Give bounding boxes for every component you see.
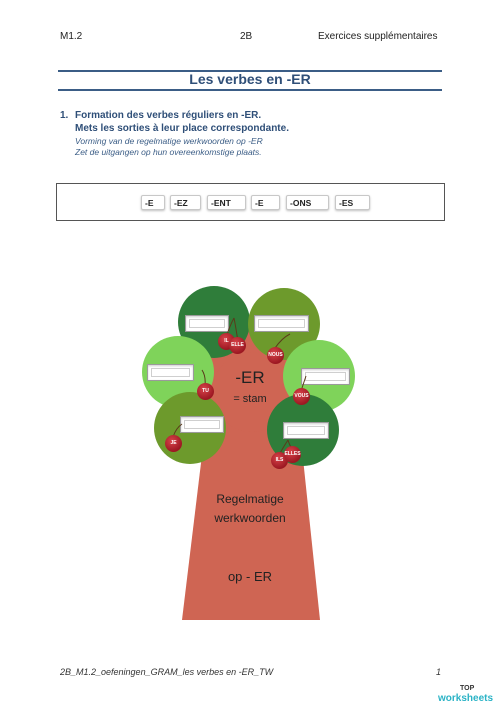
exercise-instruction-fr-1: Formation des verbes réguliers en -ER. [75,110,262,121]
cherry-elle: ELLE [229,337,246,354]
trunk-label-2: werkwoorden [214,511,286,525]
cherry-ils: ILS [271,452,288,469]
logo-worksheets: worksheets [438,693,494,704]
ending-chip[interactable]: -E [141,195,165,210]
title-top-rule [58,70,442,72]
drop-slot-il-elle[interactable] [185,315,229,332]
exercise-number: 1. [60,110,69,121]
ending-chip[interactable]: -ES [335,195,370,210]
logo-top: TOP [460,685,475,692]
cherry-tu: TU [197,383,214,400]
header-right: Exercices supplémentaires [318,31,438,42]
ending-chip[interactable]: -E [251,195,280,210]
cherry-vous: VOUS [293,388,310,405]
page-number: 1 [436,667,442,677]
title-bottom-rule [58,89,442,91]
header-center: 2B [240,31,253,42]
endings-word-bank [56,183,445,221]
drop-slot-nous[interactable] [254,315,309,332]
header-left: M1.2 [60,31,83,42]
stem-subtitle: = stam [233,393,267,405]
drop-slot-ils-elles[interactable] [283,422,329,439]
cherry-nous: NOUS [267,347,284,364]
drop-slot-je[interactable] [180,416,224,433]
ending-chip[interactable]: -ENT [207,195,246,210]
cherry-je: JE [165,435,182,452]
trunk-bottom-label: op - ER [227,569,273,584]
stem-title: -ER [235,368,265,387]
exercise-instruction-nl-2: Zet de uitgangen op hun overeenkomstige … [75,147,262,157]
cherry-elles: ELLES [284,446,301,463]
drop-slot-vous[interactable] [301,368,350,385]
page-title: Les verbes en -ER [189,71,311,87]
ending-chip[interactable]: -ONS [286,195,329,210]
drop-slot-tu[interactable] [147,364,194,381]
footer-filename: 2B_M1.2_oefeningen_GRAM_les verbes en -E… [60,667,274,677]
ending-chip[interactable]: -EZ [170,195,201,210]
trunk-label-1: Regelmatige [216,492,284,506]
exercise-instruction-nl-1: Vorming van de regelmatige werkwoorden o… [75,136,263,146]
exercise-instruction-fr-2: Mets les sorties à leur place correspond… [75,123,289,134]
